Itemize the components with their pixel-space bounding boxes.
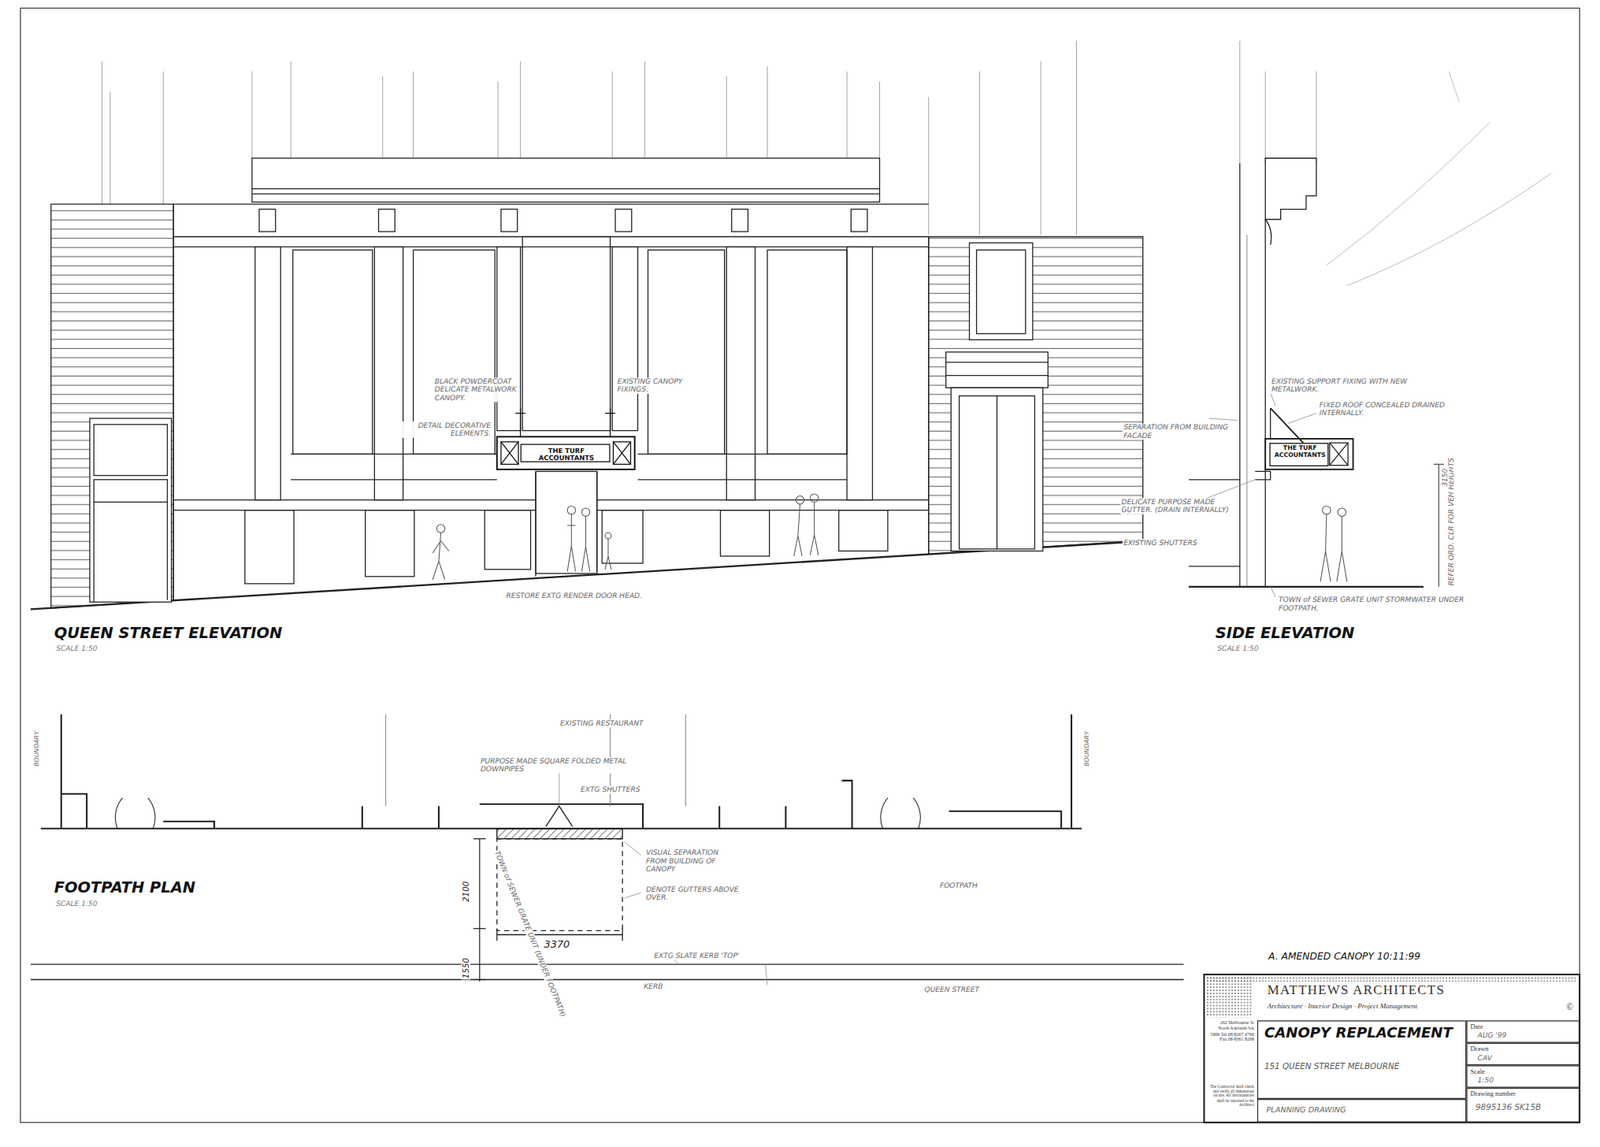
- annotation-note: QUEEN STREET: [923, 985, 981, 994]
- annotation-note: EXISTING SHUTTERS: [1122, 538, 1227, 547]
- title-block-text: Architecture · Interior Design · Project…: [1267, 1002, 1564, 1010]
- annotation-note: EXTG SLATE KERB 'TOP': [653, 952, 741, 961]
- annotation-note: PURPOSE MADE SQUARE FOLDED METAL DOWNPIP…: [479, 757, 656, 774]
- annotation-note: TOWN of SEWER GRATE UNIT STORMWATER UNDE…: [1277, 595, 1474, 613]
- annotation-note: VISUAL SEPARATION FROM BUILDING OF CANOP…: [645, 849, 742, 874]
- title-block-text: 1:50: [1477, 1076, 1575, 1085]
- view-title: QUEEN STREET ELEVATION: [52, 624, 283, 643]
- title-block-text: Drawn: [1470, 1044, 1574, 1053]
- title-block: MATTHEWS ARCHITECTS Architecture · Interi…: [1203, 974, 1580, 1123]
- annotation-note: A. AMENDED CANOPY 10:11:99: [1267, 950, 1422, 962]
- annotation-note: 2100: [460, 879, 471, 903]
- annotation-note: 3150: [1440, 467, 1449, 488]
- annotation-note: The Contractor shall check and verify al…: [1208, 1084, 1256, 1109]
- annotation-note: 1550: [460, 957, 471, 981]
- title-block-text: Drawing number: [1470, 1089, 1574, 1098]
- sign-text: THE TURF ACCOUNTANTS: [1271, 445, 1330, 460]
- title-block-cell: PLANNING DRAWING: [1257, 1098, 1467, 1123]
- canopy-sign: THE TURF ACCOUNTANTS: [520, 443, 611, 462]
- annotation-note: SCALE 1:50: [55, 899, 99, 908]
- title-block-cell: DateAUG '99: [1466, 1020, 1580, 1043]
- annotation-note: TOWN of SEWER GRATE UNIT (UNDER FOOTPATH…: [492, 849, 568, 1020]
- title-block-text: MATTHEWS ARCHITECTS: [1267, 982, 1513, 998]
- annotation-note: BOUNDARY: [1083, 730, 1092, 768]
- annotation-note: DELICATE PURPOSE MADE GUTTER. (DRAIN INT…: [1120, 497, 1231, 515]
- annotation-note: ©: [1565, 1002, 1575, 1013]
- annotation-note: SCALE 1:50: [55, 645, 99, 654]
- annotation-note: EXISTING SUPPORT FIXING WITH NEW METALWO…: [1270, 377, 1452, 394]
- title-block-text: 151 QUEEN STREET MELBOURNE: [1264, 1061, 1459, 1072]
- title-block-text: PLANNING DRAWING: [1265, 1106, 1460, 1115]
- annotation-note: RESTORE EXTG RENDER DOOR HEAD.: [504, 591, 661, 600]
- annotation-note: SCALE 1:50: [1216, 645, 1260, 654]
- title-block-text: Date: [1470, 1022, 1574, 1031]
- view-title: SIDE ELEVATION: [1213, 624, 1355, 643]
- sign-text: THE TURF ACCOUNTANTS: [521, 448, 612, 464]
- title-block-text: CAV: [1477, 1054, 1575, 1062]
- annotation-note: 262 Melbourne St North Adelaide SA 5006 …: [1208, 1020, 1256, 1042]
- title-block-cell: CANOPY REPLACEMENT 151 QUEEN STREET MELBO…: [1257, 1020, 1467, 1099]
- annotation-note: EXISTING RESTAURANT: [559, 719, 645, 728]
- annotation-note: FIXED ROOF CONCEALED DRAINED INTERNALLY.: [1318, 400, 1474, 418]
- annotation-note: KERB: [642, 982, 665, 991]
- annotation-note: SEPARATION FROM BUILDING FACADE: [1122, 423, 1240, 441]
- annotation-note: DETAIL DECORATIVE ELEMENTS.: [393, 421, 493, 439]
- title-block-cell: Scale1:50: [1466, 1065, 1580, 1088]
- annotation-note: EXTG SHUTTERS: [579, 785, 642, 794]
- title-block-cell: Drawing number 9895136 SK15B: [1466, 1087, 1580, 1123]
- annotation-note: 3370: [542, 939, 572, 951]
- title-block-text: AUG '99: [1477, 1032, 1575, 1040]
- title-block-text: 9895136 SK15B: [1475, 1102, 1578, 1113]
- annotation-note: BOUNDARY: [33, 730, 41, 768]
- annotation-note: FOOTPATH: [939, 881, 980, 890]
- view-title: FOOTPATH PLAN: [52, 879, 197, 898]
- title-block-cell: DrawnCAV: [1466, 1043, 1580, 1066]
- title-block-text: Scale: [1470, 1067, 1574, 1076]
- annotation-note: BLACK POWDERCOAT DELICATE METALWORK CANO…: [434, 377, 520, 402]
- annotation-note: EXISTING CANOPY FIXINGS.: [616, 377, 696, 394]
- annotation-note: DENOTE GUTTERS ABOVE OVER.: [645, 885, 750, 903]
- title-block-text: CANOPY REPLACEMENT: [1264, 1024, 1459, 1041]
- canopy-sign: THE TURF ACCOUNTANTS: [1269, 442, 1329, 467]
